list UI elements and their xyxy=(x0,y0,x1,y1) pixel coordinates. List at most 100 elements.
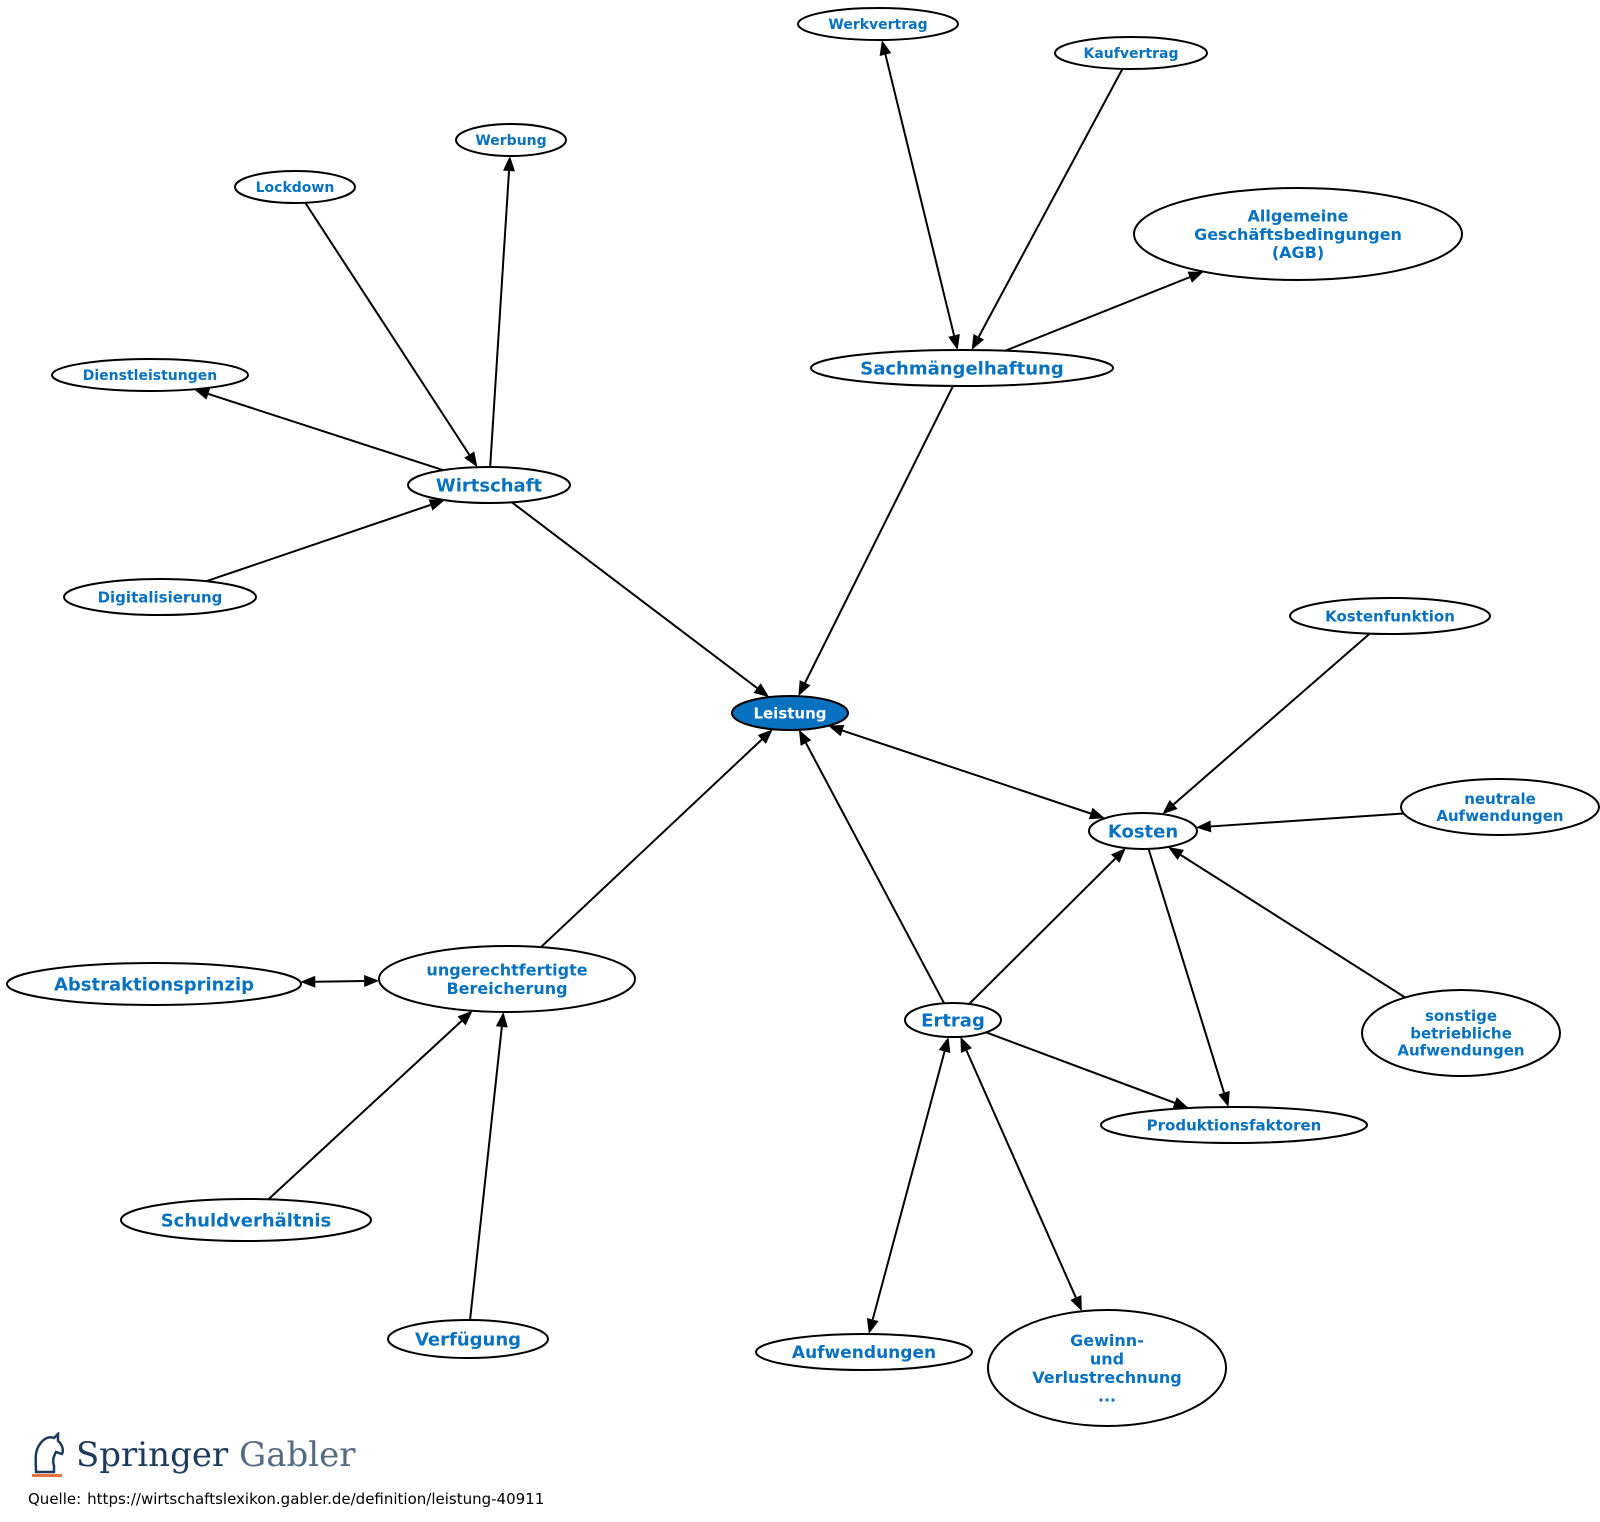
node-schuld[interactable]: Schuldverhältnis xyxy=(120,1198,372,1242)
logo-wordmark: Springer Gabler xyxy=(76,1435,356,1475)
edge-sonstige-kosten-arrowhead xyxy=(1168,846,1184,861)
node-abstraktion[interactable]: Abstraktionsprinzip xyxy=(6,962,302,1006)
edge-aufwendungen-ertrag-arrowhead xyxy=(938,1036,951,1053)
node-kaufvertrag[interactable]: Kaufvertrag xyxy=(1054,36,1208,70)
node-guv-label: Gewinn- xyxy=(1070,1331,1144,1350)
node-digitalisierung-ellipse xyxy=(63,578,257,616)
node-dienstleistungen[interactable]: Dienstleistungen xyxy=(51,358,249,392)
node-bereicherung-ellipse xyxy=(378,945,636,1013)
edge-schuld-bereicherung xyxy=(267,1020,463,1201)
node-digitalisierung-label: Digitalisierung xyxy=(98,588,223,606)
node-kosten[interactable]: Kosten xyxy=(1088,812,1198,850)
node-kostenfunktion-ellipse xyxy=(1289,597,1491,635)
edge-ertrag-kosten-arrowhead xyxy=(1110,848,1126,863)
edge-bereicherung-leistung xyxy=(540,738,763,948)
node-wirtschaft-label: Wirtschaft xyxy=(436,475,543,496)
edge-kaufvertrag-sachmaengel-arrowhead xyxy=(971,333,985,351)
node-dienstleistungen-label: Dienstleistungen xyxy=(83,368,217,384)
edge-leistung-kosten-arrowtail xyxy=(828,724,845,737)
node-guv[interactable]: Gewinn-undVerlustrechnung... xyxy=(987,1309,1227,1427)
node-aufwendungen-ellipse xyxy=(755,1333,973,1371)
node-agb-ellipse xyxy=(1133,187,1463,281)
edge-leistung-kosten xyxy=(842,729,1091,815)
node-werkvertrag-ellipse xyxy=(797,7,959,41)
node-kosten-label: Kosten xyxy=(1108,821,1178,842)
edge-kosten-produktionsfaktoren-arrowhead xyxy=(1218,1090,1230,1108)
node-kaufvertrag-ellipse xyxy=(1054,36,1208,70)
node-sonstige-ellipse xyxy=(1361,989,1561,1077)
node-kostenfunktion[interactable]: Kostenfunktion xyxy=(1289,597,1491,635)
node-sachmaengel-label: Sachmängelhaftung xyxy=(860,358,1063,379)
edge-lockdown-wirtschaft xyxy=(304,202,471,456)
node-guv-label: und xyxy=(1090,1350,1124,1369)
node-guv-ellipse xyxy=(987,1309,1227,1427)
node-lockdown[interactable]: Lockdown xyxy=(234,170,356,204)
edge-wirtschaft-dienstleistungen xyxy=(208,392,444,472)
edge-ertrag-leistung xyxy=(805,742,946,1004)
node-produktionsfaktoren-label: Produktionsfaktoren xyxy=(1147,1116,1322,1134)
logo-name-bold: Springer xyxy=(76,1435,229,1475)
edge-aufwendungen-ertrag-arrowtail xyxy=(866,1317,879,1335)
edge-wirtschaft-dienstleistungen-arrowhead xyxy=(194,388,211,400)
node-aufwendungen[interactable]: Aufwendungen xyxy=(755,1333,973,1371)
node-werkvertrag[interactable]: Werkvertrag xyxy=(797,7,959,41)
node-wirtschaft[interactable]: Wirtschaft xyxy=(407,466,571,504)
edge-ertrag-leistung-arrowhead xyxy=(798,729,812,746)
edge-kostenfunktion-kosten xyxy=(1172,632,1371,806)
edge-guv-ertrag-arrowhead xyxy=(960,1036,972,1053)
edge-sonstige-kosten xyxy=(1180,854,1406,999)
edge-ertrag-kosten xyxy=(968,857,1116,1005)
edge-sachmaengel-leistung xyxy=(804,385,954,684)
node-agb-label: (AGB) xyxy=(1272,243,1324,262)
edge-wirtschaft-leistung xyxy=(511,501,758,689)
node-ertrag-ellipse xyxy=(904,1002,1002,1038)
node-sachmaengel[interactable]: Sachmängelhaftung xyxy=(810,349,1114,387)
node-kostenfunktion-label: Kostenfunktion xyxy=(1325,607,1455,625)
node-leistung[interactable]: Leistung xyxy=(731,695,849,731)
node-bereicherung-label: ungerechtfertigte xyxy=(426,961,587,980)
node-abstraktion-ellipse xyxy=(6,962,302,1006)
springer-gabler-logo: Springer Gabler xyxy=(28,1432,356,1478)
node-produktionsfaktoren[interactable]: Produktionsfaktoren xyxy=(1100,1106,1368,1144)
edge-sachmaengel-agb xyxy=(1004,276,1191,352)
node-lockdown-ellipse xyxy=(234,170,356,204)
edges-layer xyxy=(194,39,1406,1335)
node-verfuegung[interactable]: Verfügung xyxy=(387,1319,549,1359)
edge-lockdown-wirtschaft-arrowhead xyxy=(464,451,478,468)
node-neutrale-ellipse xyxy=(1400,778,1600,836)
edge-leistung-kosten-arrowhead xyxy=(1088,807,1105,820)
node-abstraktion-label: Abstraktionsprinzip xyxy=(54,974,254,995)
edge-verfuegung-bereicherung-arrowhead xyxy=(495,1011,508,1028)
edge-guv-ertrag xyxy=(965,1050,1077,1298)
node-verfuegung-ellipse xyxy=(387,1319,549,1359)
edge-ertrag-produktionsfaktoren xyxy=(985,1031,1176,1104)
node-guv-label: Verlustrechnung xyxy=(1032,1368,1182,1387)
node-wirtschaft-ellipse xyxy=(407,466,571,504)
edge-abstraktion-bereicherung-arrowhead xyxy=(364,975,380,988)
node-neutrale-label: Aufwendungen xyxy=(1436,807,1563,825)
edge-werkvertrag-sachmaengel-arrowhead xyxy=(948,334,960,351)
node-schuld-label: Schuldverhältnis xyxy=(161,1210,332,1231)
edge-verfuegung-bereicherung xyxy=(469,1026,503,1321)
edge-kostenfunktion-kosten-arrowhead xyxy=(1162,799,1178,815)
node-aufwendungen-label: Aufwendungen xyxy=(792,1343,936,1363)
node-sachmaengel-ellipse xyxy=(810,349,1114,387)
node-leistung-label: Leistung xyxy=(753,704,826,722)
node-sonstige-label: sonstige xyxy=(1425,1007,1497,1025)
edge-kosten-produktionsfaktoren xyxy=(1147,848,1225,1093)
edge-abstraktion-bereicherung xyxy=(315,980,365,983)
node-dienstleistungen-ellipse xyxy=(51,358,249,392)
node-digitalisierung[interactable]: Digitalisierung xyxy=(63,578,257,616)
horse-head-icon xyxy=(32,1432,65,1477)
node-leistung-ellipse xyxy=(731,695,849,731)
edge-wirtschaft-leistung-arrowhead xyxy=(753,683,770,698)
node-werbung[interactable]: Werbung xyxy=(455,123,567,157)
edge-aufwendungen-ertrag xyxy=(871,1051,946,1320)
node-ertrag[interactable]: Ertrag xyxy=(904,1002,1002,1038)
source-url[interactable]: https://wirtschaftslexikon.gabler.de/def… xyxy=(87,1490,545,1508)
